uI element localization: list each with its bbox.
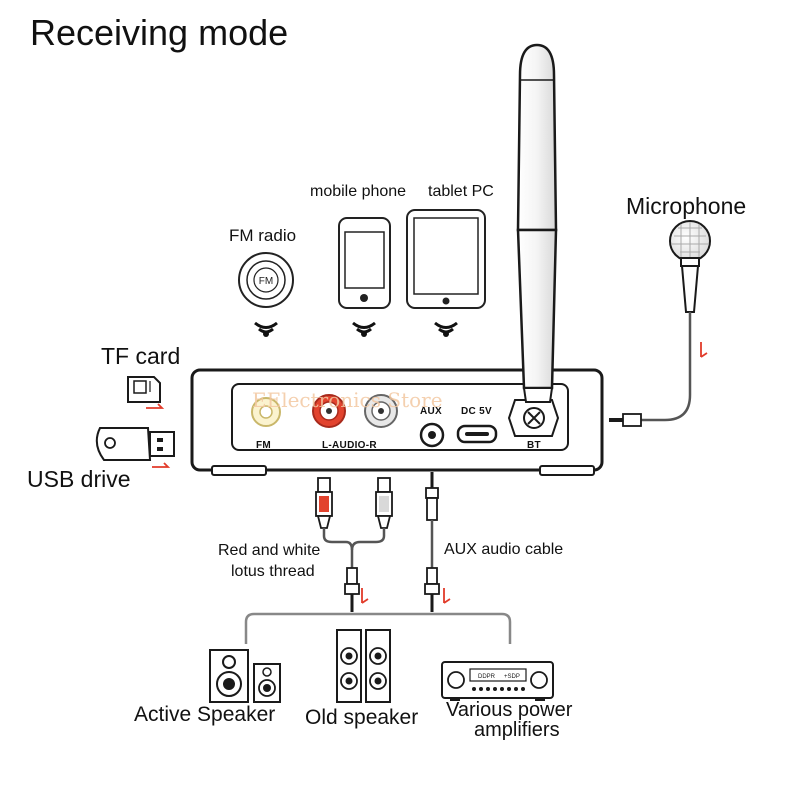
- rca-right-port: [364, 394, 398, 428]
- fm-badge-text: FM: [259, 276, 273, 287]
- amp-display-left: DDPR: [478, 674, 496, 680]
- output-bracket: [244, 612, 512, 644]
- tf-card-label: TF card: [101, 343, 181, 369]
- aux-port: [419, 422, 445, 448]
- insert-arrow-icon: [146, 403, 165, 409]
- wireless-signal-icon: [254, 321, 278, 337]
- rca-cable-label-line2: lotus thread: [231, 563, 315, 580]
- tablet-pc-label: tablet PC: [428, 183, 494, 200]
- microphone-icon: [609, 220, 711, 427]
- insert-arrow-icon: [700, 342, 708, 358]
- microphone-label: Microphone: [626, 193, 747, 219]
- dc-port-label: DC 5V: [461, 406, 492, 417]
- old-speaker-icon: [336, 629, 391, 703]
- page-title: Receiving mode: [30, 12, 289, 53]
- aux-cable: [424, 472, 440, 612]
- fm-radio-icon: FM: [238, 252, 294, 308]
- usb-drive-icon: [95, 427, 175, 461]
- rca-left-port: [312, 394, 346, 428]
- usb-drive-label: USB drive: [27, 466, 131, 492]
- mobile-phone-label: mobile phone: [310, 183, 407, 200]
- dc-5v-port: [456, 424, 498, 444]
- wireless-signal-icon: [434, 321, 458, 337]
- fm-port-label: FM: [256, 440, 272, 451]
- mobile-phone-icon: [338, 217, 391, 309]
- amp-display-right: +SDP: [504, 674, 520, 680]
- fm-port: [251, 397, 281, 427]
- tablet-pc-icon: [406, 209, 486, 309]
- audio-port-label: L-AUDIO-R: [322, 440, 377, 451]
- rca-cable-label-line1: Red and white: [218, 542, 321, 559]
- fm-radio-label: FM radio: [229, 226, 297, 245]
- insert-arrow-icon: [152, 462, 171, 468]
- tf-card-icon: [127, 376, 161, 403]
- aux-cable-label: AUX audio cable: [444, 541, 564, 558]
- active-speaker-label: Active Speaker: [134, 703, 276, 726]
- insert-arrow-icon: [443, 588, 451, 604]
- amplifier-label-line2: amplifiers: [474, 719, 560, 741]
- active-speaker-icon: [209, 649, 281, 703]
- amplifier-label-line1: Various power: [446, 699, 573, 721]
- amplifier-icon: DDPR +SDP: [441, 661, 554, 701]
- aux-port-label: AUX: [420, 406, 443, 417]
- rca-cable: [315, 477, 393, 612]
- bt-antenna-mount: [507, 399, 560, 437]
- bt-antenna: [516, 43, 558, 403]
- bt-port-label: BT: [527, 440, 541, 451]
- insert-arrow-icon: [361, 588, 369, 604]
- old-speaker-label: Old speaker: [305, 706, 419, 729]
- watermark: EElectronics Store: [252, 388, 443, 412]
- wireless-signal-icon: [352, 321, 376, 337]
